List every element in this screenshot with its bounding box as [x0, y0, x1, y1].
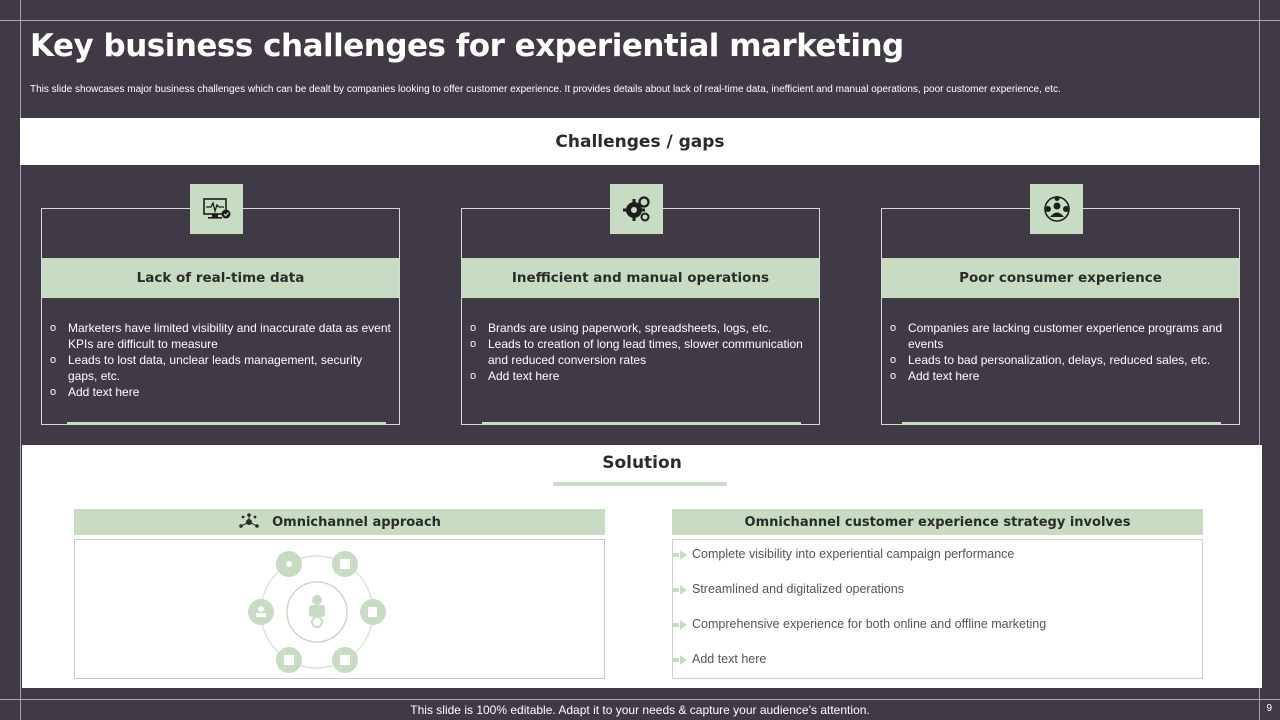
list-item: Add text here — [50, 384, 391, 400]
list-item: Brands are using paperwork, spreadsheets… — [470, 320, 811, 336]
list-item: Add text here — [673, 652, 1046, 687]
arrow-bullet-icon — [673, 655, 687, 665]
gears-icon — [622, 196, 650, 222]
list-item: Companies are lacking customer experienc… — [890, 320, 1231, 352]
list-item: Leads to bad personalization, delays, re… — [890, 352, 1231, 368]
challenge-card-2: Inefficient and manual operations Brands… — [461, 184, 820, 425]
slide-title: Key business challenges for experiential… — [30, 28, 904, 64]
challenge-card-1-title: Lack of real-time data — [42, 258, 399, 298]
omnichannel-diagram — [248, 551, 386, 673]
list-item: Streamlined and digitalized operations — [673, 582, 1046, 617]
footer-text: This slide is 100% editable. Adapt it to… — [410, 703, 870, 717]
list-item: Leads to creation of long lead times, sl… — [470, 336, 811, 368]
solution-underline — [553, 482, 727, 486]
challenge-card-1-bar — [67, 422, 386, 425]
list-item: Add text here — [890, 368, 1231, 384]
challenge-card-3-points: Companies are lacking customer experienc… — [890, 320, 1231, 384]
challenge-card-2-bar — [482, 422, 801, 425]
frame-line-right — [1259, 0, 1260, 720]
omnichannel-approach-title: Omnichannel approach — [272, 514, 441, 530]
frame-line-top — [0, 20, 1280, 21]
challenge-card-3: Poor consumer experience Companies are l… — [881, 184, 1240, 425]
slide-subtitle: This slide showcases major business chal… — [30, 84, 1061, 95]
customer-rating-icon — [1043, 196, 1070, 222]
list-item: Marketers have limited visibility and in… — [50, 320, 391, 352]
challenge-card-1-icon-box — [190, 184, 243, 234]
challenges-header: Challenges / gaps — [20, 118, 1260, 165]
frame-line-left — [20, 0, 21, 720]
list-item: Complete visibility into experiential ca… — [673, 547, 1046, 582]
list-item: Leads to lost data, unclear leads manage… — [50, 352, 391, 384]
challenge-card-2-title: Inefficient and manual operations — [462, 258, 819, 298]
list-item: Comprehensive experience for both online… — [673, 617, 1046, 652]
arrow-bullet-icon — [673, 620, 687, 630]
challenge-card-1: Lack of real-time data Marketers have li… — [41, 184, 400, 425]
omnichannel-diagram-box — [74, 539, 605, 679]
page-number: 9 — [1266, 703, 1272, 714]
arrow-bullet-icon — [673, 550, 687, 560]
list-item: Add text here — [470, 368, 811, 384]
challenge-card-3-icon-box — [1030, 184, 1083, 234]
challenge-card-2-points: Brands are using paperwork, spreadsheets… — [470, 320, 811, 384]
frame-line-bottom — [0, 699, 1280, 700]
challenge-card-3-title: Poor consumer experience — [882, 258, 1239, 298]
network-nodes-icon — [239, 513, 259, 528]
strategy-box: Complete visibility into experiential ca… — [672, 539, 1203, 679]
challenge-card-1-points: Marketers have limited visibility and in… — [50, 320, 391, 400]
robot-icon — [309, 595, 325, 628]
arrow-bullet-icon — [673, 585, 687, 595]
challenge-card-3-bar — [902, 422, 1221, 425]
challenges-header-label: Challenges / gaps — [555, 131, 725, 152]
solution-panel: Solution Omnichannel approach — [22, 445, 1262, 688]
challenge-card-2-icon-box — [610, 184, 663, 234]
solution-title: Solution — [602, 453, 682, 473]
strategy-header: Omnichannel customer experience strategy… — [672, 509, 1203, 535]
omnichannel-approach-header: Omnichannel approach — [74, 509, 605, 535]
strategy-points: Complete visibility into experiential ca… — [673, 547, 1046, 687]
monitor-pulse-icon — [202, 198, 230, 219]
